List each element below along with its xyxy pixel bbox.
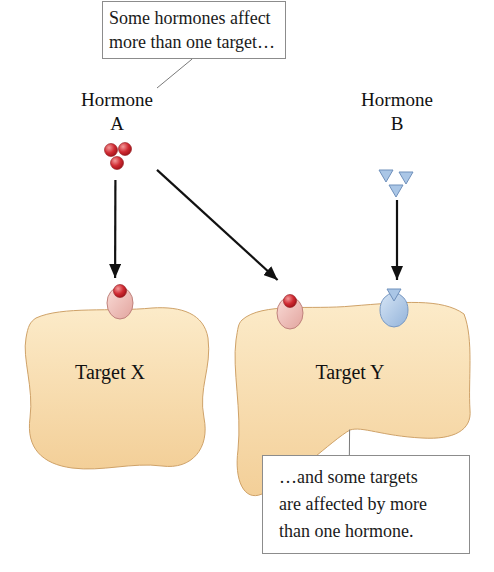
target-name: Target Y xyxy=(290,358,410,386)
arrow xyxy=(157,170,278,280)
leader-line xyxy=(157,59,192,88)
hormone-name: Hormone A xyxy=(77,88,157,136)
hormone-label: Hormone A xyxy=(77,88,157,180)
target-name: Target X xyxy=(50,358,170,386)
callout-box: Some hormones affect more than one targe… xyxy=(102,1,286,59)
hormone-a-molecules xyxy=(105,143,132,170)
hormone-b-molecules xyxy=(379,170,413,197)
arrow xyxy=(114,180,117,278)
target-cell: Target X xyxy=(22,278,212,472)
cell-body xyxy=(25,308,209,469)
hormone-label: Hormone B xyxy=(357,88,437,200)
callout-box: …and some targets are affected by more t… xyxy=(262,455,470,554)
callout-text: …and some targets are affected by more t… xyxy=(279,464,435,545)
arrow xyxy=(396,200,398,280)
leader-line xyxy=(349,430,350,455)
hormone-name: Hormone B xyxy=(357,88,437,136)
callout-text: Some hormones affect more than one targe… xyxy=(109,6,281,54)
